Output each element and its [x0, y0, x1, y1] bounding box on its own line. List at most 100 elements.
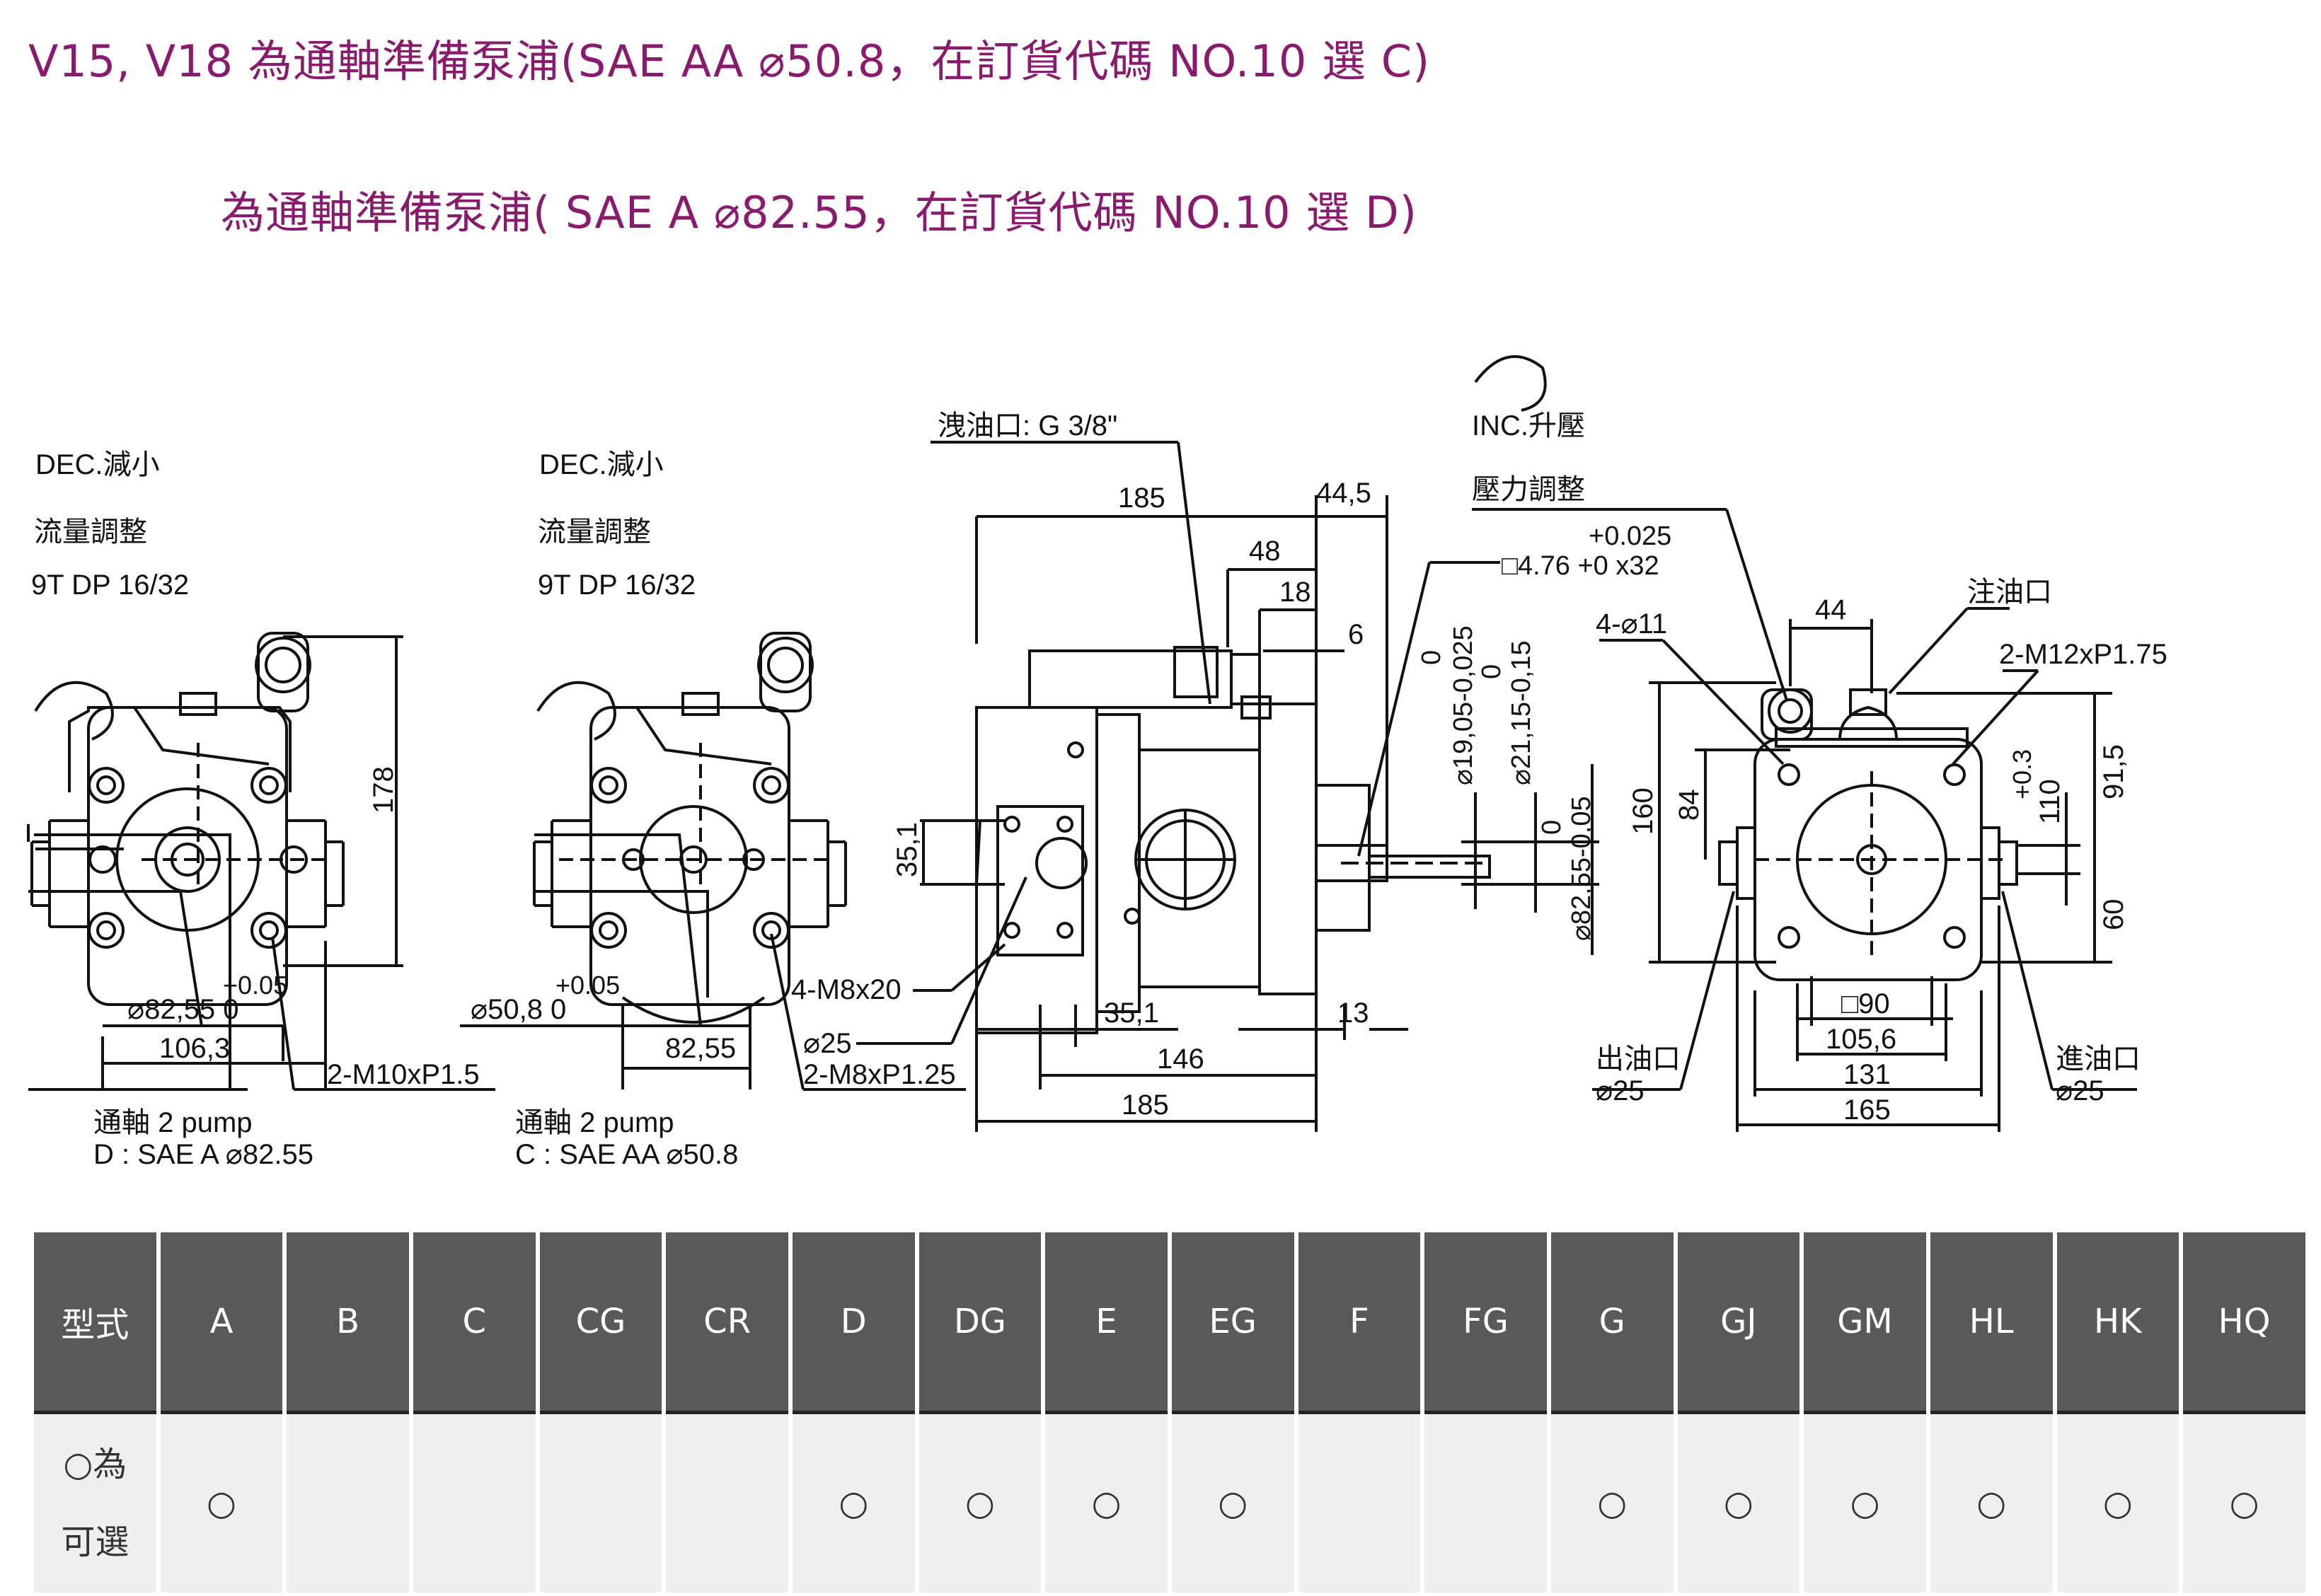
side-length-bottom: 185: [1122, 1089, 1169, 1121]
side-shaft2-dim: ⌀21,15-0,15: [1507, 640, 1536, 785]
view2-dims: [460, 681, 966, 1091]
view2-rotation-label: DEC.減小: [539, 449, 664, 480]
front-fill-port-label: 注油口: [1967, 577, 2052, 608]
table-cell-mark: [287, 1414, 409, 1592]
front-dim-44: 44: [1815, 594, 1847, 625]
table-header-cell: EG: [1171, 1232, 1294, 1414]
table-header-cell: HL: [1930, 1232, 2053, 1414]
side-dims: [856, 441, 1599, 1132]
side-dim-13: 13: [1337, 998, 1369, 1029]
view1-spline-label: 9T DP 16/32: [31, 569, 189, 601]
view1-tolerance: +0.05: [223, 971, 287, 1000]
table-cell-mark: ○: [792, 1414, 915, 1592]
table-cell-mark: [413, 1414, 536, 1592]
front-width-1056: 105,6: [1826, 1024, 1896, 1055]
table-cell-mark: ○: [2056, 1414, 2179, 1592]
front-height-160: 160: [1628, 787, 1659, 835]
front-body: [1718, 688, 2018, 981]
table-header-cell: A: [160, 1232, 283, 1414]
side-dim-445: 44,5: [1316, 478, 1371, 509]
front-height-915: 91,5: [2098, 744, 2129, 799]
table-header-label: 型式: [34, 1232, 156, 1414]
view2-note-line1: 通軸 2 pump: [515, 1107, 674, 1138]
side-dim-48: 48: [1249, 536, 1281, 567]
side-key-tolerance: +0.025: [1589, 521, 1671, 551]
table-header-cell: GM: [1804, 1232, 1926, 1414]
front-holes-label: 4-⌀11: [1596, 608, 1667, 640]
row-label-line2: 可選: [61, 1522, 129, 1562]
table-cell-mark: [1424, 1414, 1547, 1592]
front-inlet-size: ⌀25: [2056, 1075, 2104, 1106]
front-outlet-size: ⌀25: [1596, 1075, 1645, 1106]
view1-body: [30, 632, 403, 1006]
technical-drawing: DEC.減小 流量調整 9T DP 16/32 178 +0.05 ⌀82,55…: [27, 355, 2167, 1170]
table-header-cell: CG: [539, 1232, 662, 1414]
side-body: [975, 646, 1491, 1034]
front-height-tolerance: +0.3: [2008, 749, 2037, 799]
view1-dims: [27, 637, 495, 1091]
side-dim-351-vertical: 35,1: [892, 822, 923, 877]
title-line-2: 為通軸準備泵浦( SAE A ⌀82.55，在訂貨代碼 NO.10 選 D): [221, 187, 1417, 238]
view2-note-line2: C : SAE AA ⌀50.8: [515, 1139, 738, 1170]
side-pilot-top: 0: [1537, 820, 1567, 835]
front-inlet-label: 進油口: [2056, 1043, 2141, 1075]
table-cell-mark: [539, 1414, 662, 1592]
view1-note-line1: 通軸 2 pump: [93, 1107, 253, 1138]
table-header-cell: F: [1298, 1232, 1421, 1414]
side-dim-18: 18: [1279, 577, 1311, 608]
front-square-90: □90: [1841, 988, 1890, 1019]
table-header-cell: GJ: [1677, 1232, 1800, 1414]
side-dim-6: 6: [1348, 619, 1364, 650]
table-cell-mark: ○: [1804, 1414, 1926, 1592]
view2-pilot-dim: ⌀50,8 0: [471, 994, 566, 1025]
table-cell-mark: ○: [160, 1414, 283, 1592]
title-line-1: V15, V18 為通軸準備泵浦(SAE AA ⌀50.8，在訂貨代碼 NO.1…: [28, 35, 1431, 87]
front-height-60: 60: [2098, 899, 2129, 931]
front-height-110: 110: [2034, 779, 2066, 824]
table-cell-mark: [666, 1414, 788, 1592]
view1-bolt-label: 2-M10xP1.5: [327, 1059, 480, 1090]
table-header-cell: E: [1045, 1232, 1168, 1414]
front-height-84: 84: [1674, 790, 1705, 821]
view1-rotation-label: DEC.減小: [35, 449, 160, 480]
view2-body: [533, 632, 847, 1024]
side-shaft1-dim: ⌀19,05-0,025: [1449, 625, 1478, 785]
side-port-label: ⌀25: [803, 1028, 852, 1059]
table-header-cell: DG: [918, 1232, 1042, 1414]
table-cell-mark: ○: [918, 1414, 1042, 1592]
table-cell-mark: ○: [1930, 1414, 2053, 1592]
view1-flow-adjust-label: 流量調整: [34, 516, 147, 548]
view1-pilot-dim: ⌀82,55 0: [127, 994, 239, 1025]
front-outlet-label: 出油口: [1596, 1043, 1681, 1075]
view1-height-dim: 178: [368, 766, 399, 814]
table-cell-mark: [1298, 1414, 1421, 1592]
view2-spline-label: 9T DP 16/32: [538, 569, 696, 601]
view2-flow-adjust-label: 流量調整: [538, 516, 651, 548]
table-header-cell: FG: [1424, 1232, 1547, 1414]
view2-tolerance: +0.05: [555, 971, 620, 1000]
side-drain-label: 洩油口: G 3/8": [938, 410, 1117, 441]
table-header-cell: C: [413, 1232, 536, 1414]
side-dim-351-horizontal: 35,1: [1104, 998, 1159, 1029]
front-width-131: 131: [1843, 1059, 1891, 1090]
table-cell-mark: ○: [1045, 1414, 1168, 1592]
table-header-cell: HQ: [2183, 1232, 2305, 1414]
side-bolt-label: 4-M8x20: [791, 974, 902, 1005]
front-fill-thread-label: 2-M12xP1.75: [1999, 639, 2167, 670]
side-pilot-dim: ⌀82,55-0,05: [1567, 796, 1596, 941]
table-row-label: ○為可選: [34, 1414, 156, 1592]
table-header-cell: CR: [666, 1232, 788, 1414]
view2-width-dim: 82,55: [665, 1033, 736, 1064]
table-cell-mark: ○: [1677, 1414, 1800, 1592]
table-cell-mark: ○: [2183, 1414, 2305, 1592]
view1-width-dim: 106,3: [159, 1033, 230, 1064]
view1-note-line2: D : SAE A ⌀82.55: [93, 1139, 313, 1170]
side-key-dim: □4.76 +0 x32: [1502, 551, 1659, 581]
front-dims: [1472, 355, 2137, 1132]
front-width-165: 165: [1843, 1094, 1891, 1126]
side-dim-146: 146: [1157, 1043, 1204, 1075]
front-rotation-label: INC.升壓: [1472, 410, 1585, 441]
side-shaft2-top: 0: [1477, 664, 1507, 679]
